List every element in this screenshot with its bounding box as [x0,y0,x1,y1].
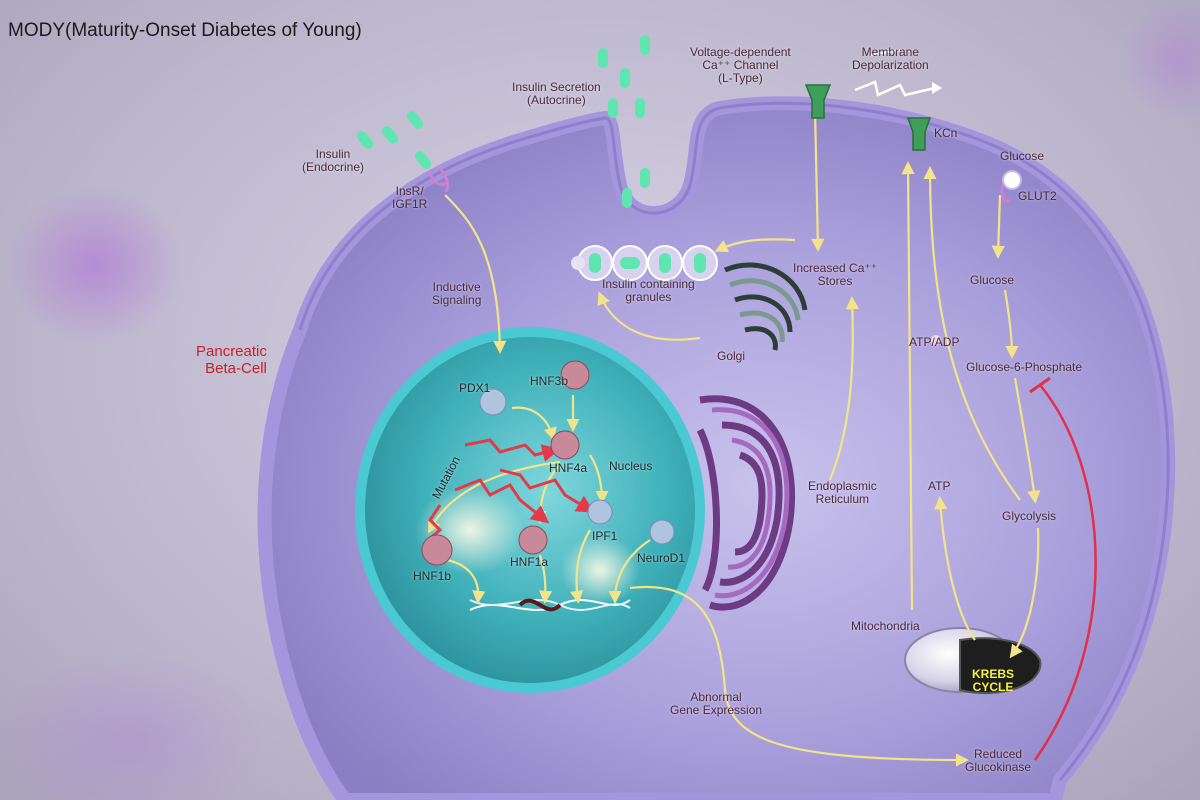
background-blob [5,185,185,345]
label-hnf3b: HNF3b [530,374,569,388]
insulin-molecules [356,35,650,208]
label-glucose-inside: Glucose [970,273,1015,287]
membrane-inner-line [298,101,1170,781]
label-hnf4a: HNF4a [549,461,588,475]
label-mitochondria: Mitochondria [851,619,920,633]
label-insr: InsR/IGF1R [392,184,428,211]
nucleus-glow [560,535,640,605]
golgi-apparatus [724,262,808,351]
depolarization-arrowhead [932,82,942,94]
label-atp: ATP [928,479,951,493]
protein-pdx1 [479,388,507,416]
background-blob [0,650,270,800]
label-nucleus: Nucleus [609,459,653,473]
label-glut2: GLUT2 [1018,189,1057,203]
label-hnf1a: HNF1a [510,555,549,569]
diagram-title: MODY(Maturity-Onset Diabetes of Young) [8,20,362,41]
protein-neurod1 [649,519,675,545]
insr-receptor [428,167,450,193]
label-increased-ca: Increased Ca⁺⁺Stores [793,261,878,288]
label-pdx1: PDX1 [459,381,491,395]
protein-hnf4a [550,430,580,460]
label-hnf1b: HNF1b [413,569,452,583]
glut2-transporter [1000,170,1022,203]
protein-hnf1a [518,525,548,555]
protein-ipf1 [587,499,613,525]
label-golgi: Golgi [717,349,746,363]
label-insulin-endocrine: Insulin(Endocrine) [302,147,365,174]
label-kcn: KCn [934,126,958,140]
background-blob [1120,0,1200,120]
vdcc-channel [804,84,832,119]
depolarization-direction [869,49,901,56]
endoplasmic-reticulum [696,395,795,611]
label-neurod1: NeuroD1 [637,551,686,565]
depolarization-bolt-icon [854,80,936,97]
label-ipf1: IPF1 [592,529,618,543]
protein-hnf1b [421,534,453,566]
label-atp-adp: ATP/ADP [909,335,960,349]
label-insulin-secretion: Insulin Secretion(Autocrine) [512,80,601,107]
label-glycolysis: Glycolysis [1002,509,1057,523]
inhibition-bar [1029,376,1051,394]
inhibition-arrow [1033,384,1097,761]
label-glucose-6-phosphate: Glucose-6-Phosphate [966,360,1083,374]
mutation-arrows [427,438,595,542]
dna-helix [469,598,631,612]
protein-hnf3b [560,360,590,390]
insulin-granules-row [571,245,718,281]
atp-adp-node [931,335,941,345]
kcn-channel [906,117,932,151]
label-glucose-outside: Glucose [1000,149,1045,163]
